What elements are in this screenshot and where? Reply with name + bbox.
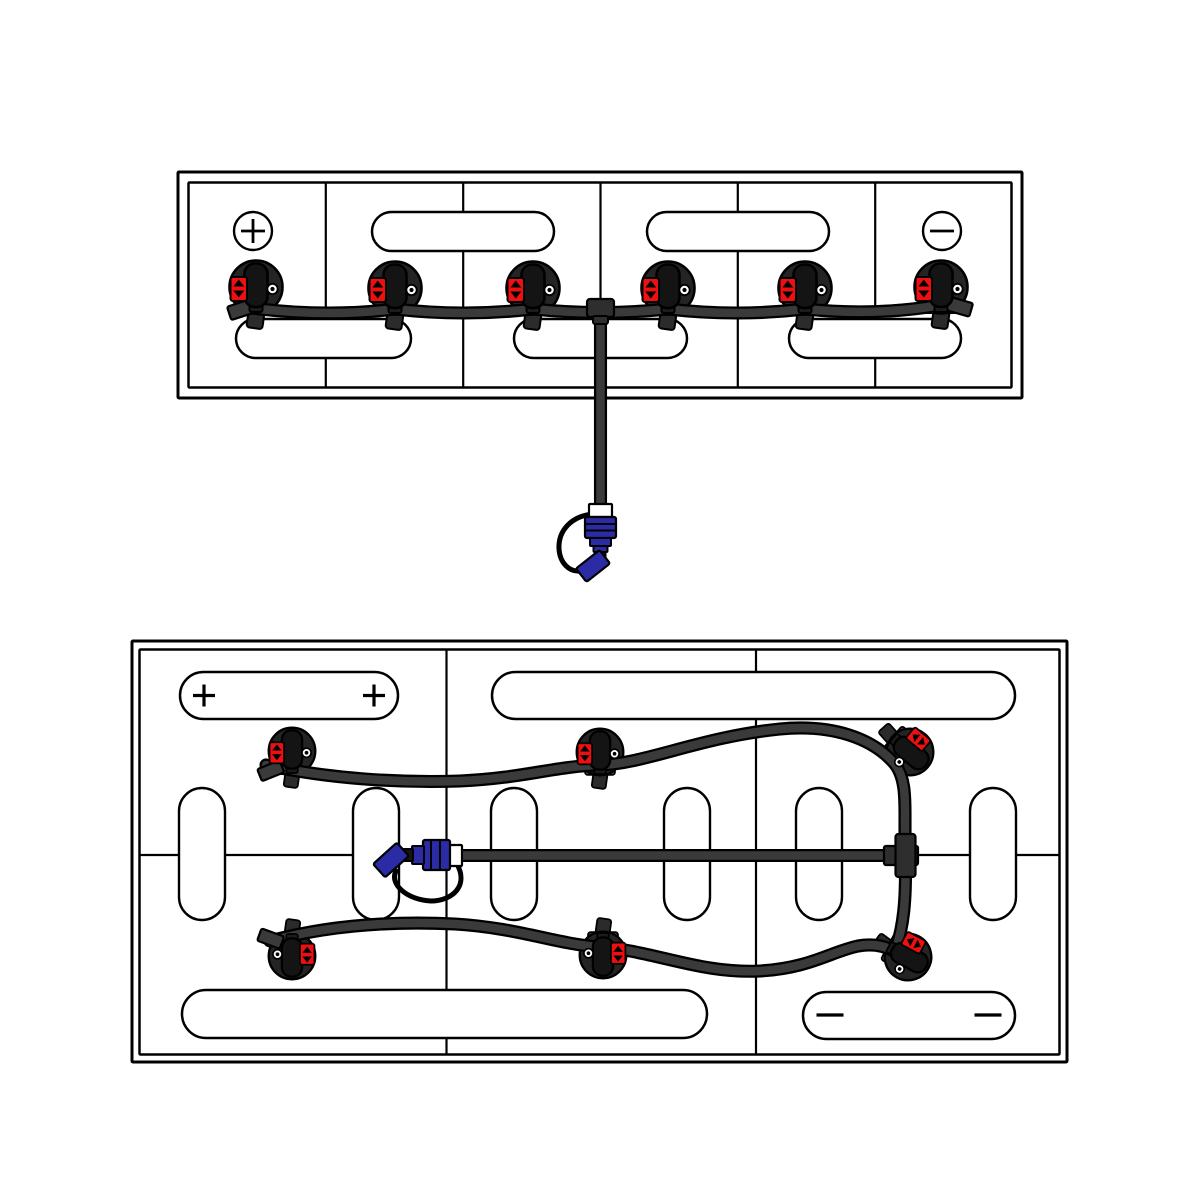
- water-level-indicator: [299, 942, 316, 966]
- vent-slot: [787, 317, 963, 360]
- tube-end-stub: [256, 759, 285, 782]
- tee-fitting-collar: [592, 315, 609, 325]
- water-level-indicator: [368, 277, 387, 303]
- water-level-indicator: [641, 277, 660, 303]
- water-level-indicator: [268, 741, 285, 765]
- top-row-tube: [259, 721, 912, 852]
- watering-cap: [914, 262, 964, 313]
- dust-plug-tether: [392, 861, 464, 904]
- watering-cap: [583, 932, 627, 977]
- plus-symbol: [363, 684, 385, 707]
- watering-cap: [576, 730, 620, 775]
- bottom-row-tube: [263, 916, 904, 978]
- water-level-indicator: [610, 941, 627, 965]
- connector-collar: [587, 502, 614, 519]
- terminal-slot-positive: [178, 670, 400, 721]
- dust-plug-tether: [556, 511, 596, 574]
- watering-cap: [368, 263, 418, 314]
- dust-plug: [575, 549, 611, 583]
- plus-symbol: [193, 684, 215, 707]
- watering-cap: [885, 931, 929, 975]
- dust-plug: [372, 842, 410, 878]
- water-level-indicator: [778, 277, 797, 303]
- quick-connector-body: [583, 515, 618, 540]
- tee-drop-tube: [889, 865, 913, 955]
- terminal-slot-negative: [801, 990, 1017, 1041]
- tee-fitting: [894, 832, 917, 879]
- vent-slot: [180, 988, 709, 1040]
- watering-cap: [229, 262, 279, 313]
- water-level-indicator: [905, 726, 932, 752]
- watering-cap: [272, 933, 316, 978]
- tube-end-stub: [256, 927, 285, 950]
- well-capsule: [968, 786, 1018, 922]
- quick-connector-body: [421, 838, 452, 872]
- vent-slot: [645, 210, 831, 253]
- water-level-indicator: [914, 276, 933, 302]
- water-level-indicator: [506, 277, 525, 303]
- vent-slot: [370, 210, 556, 253]
- plus-symbol: [241, 219, 265, 243]
- water-level-indicator: [229, 276, 248, 302]
- bottom-battery: [130, 639, 1069, 1064]
- watering-cap: [889, 726, 932, 771]
- watering-cap: [778, 263, 828, 314]
- watering-cap: [268, 729, 312, 774]
- watering-cap: [506, 263, 556, 314]
- tee-fitting: [585, 297, 616, 319]
- watering-cap: [641, 263, 691, 314]
- water-level-indicator: [576, 742, 593, 766]
- vent-slot: [490, 670, 1017, 721]
- well-capsule: [177, 786, 227, 922]
- connector-step: [589, 537, 612, 547]
- water-level-indicator: [900, 931, 927, 955]
- top-battery: [176, 170, 1024, 583]
